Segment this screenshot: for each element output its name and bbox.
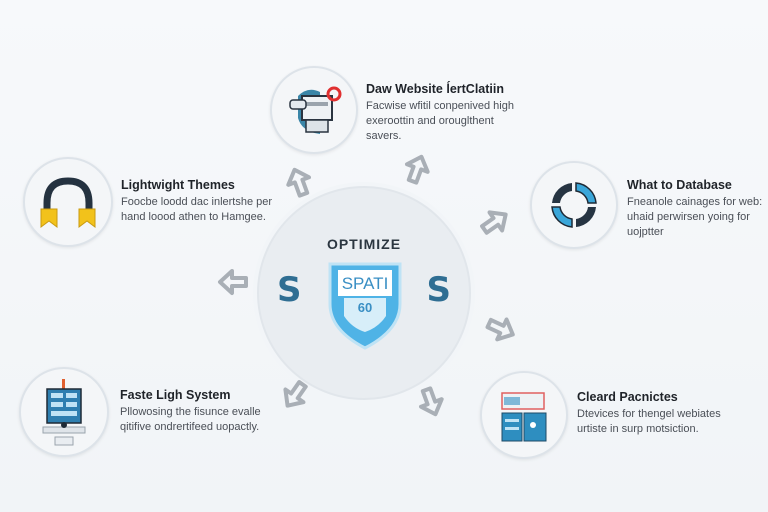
left-s-letter: S bbox=[277, 270, 302, 310]
center-hub: OPTIMIZE S S SPATI 60 bbox=[257, 186, 471, 400]
item-desc: Pllowosing the fisunce evalle qitifive o… bbox=[120, 406, 261, 433]
arrow-right-up-icon bbox=[480, 210, 508, 235]
headphones-icon bbox=[40, 177, 96, 228]
website-window-icon bbox=[289, 86, 342, 134]
monitor-dashboard-icon bbox=[42, 379, 86, 446]
sync-arrows-icon bbox=[551, 182, 597, 228]
shield-text-top: SPATI bbox=[341, 274, 389, 293]
center-heading: OPTIMIZE bbox=[326, 236, 402, 252]
item-desc: Dtevices for thengel webiates urtiste in… bbox=[577, 408, 721, 435]
themes-text: Lightwight Themes Foocbe loodd dac inler… bbox=[121, 178, 291, 225]
shield-text-bottom: 60 bbox=[357, 300, 373, 315]
practices-node bbox=[480, 371, 568, 459]
item-title: Daw Website ĺertClatiin bbox=[366, 82, 504, 96]
arrow-up-icon bbox=[286, 167, 311, 198]
browser-panels-icon bbox=[501, 392, 547, 442]
item-title: Faste Ligh System bbox=[120, 388, 231, 402]
website-node bbox=[270, 66, 358, 154]
arrow-down-left-icon bbox=[283, 380, 308, 408]
shield-icon bbox=[328, 262, 402, 350]
system-node bbox=[19, 367, 109, 457]
item-title: Lightwight Themes bbox=[121, 178, 235, 192]
practices-text: Cleard Pacnictes Dtevices for thengel we… bbox=[577, 390, 737, 437]
item-title: What to Database bbox=[627, 178, 732, 192]
item-desc: Foocbe loodd dac inlertshe per hand looo… bbox=[121, 196, 273, 223]
website-text: Daw Website ĺertClatiin Facwise wfitil c… bbox=[366, 82, 526, 144]
arrow-left-icon bbox=[218, 269, 248, 295]
database-node bbox=[530, 161, 618, 249]
item-desc: Facwise wfitil conpenived high exerootti… bbox=[366, 100, 514, 142]
item-title: Cleard Pacnictes bbox=[577, 390, 678, 404]
system-text: Faste Ligh System Pllowosing the fisunce… bbox=[120, 388, 290, 435]
shield-badge: SPATI 60 bbox=[326, 258, 404, 350]
database-text: What to Database Fneanole cainages for w… bbox=[627, 178, 768, 240]
arrow-up-right-icon bbox=[405, 154, 430, 185]
arrow-down-icon bbox=[419, 386, 444, 417]
right-s-letter: S bbox=[426, 270, 452, 310]
themes-node bbox=[23, 157, 113, 247]
item-desc: Fneanole cainages for web: uhaid perwirs… bbox=[627, 196, 763, 238]
arrow-right-down-icon bbox=[485, 317, 515, 342]
